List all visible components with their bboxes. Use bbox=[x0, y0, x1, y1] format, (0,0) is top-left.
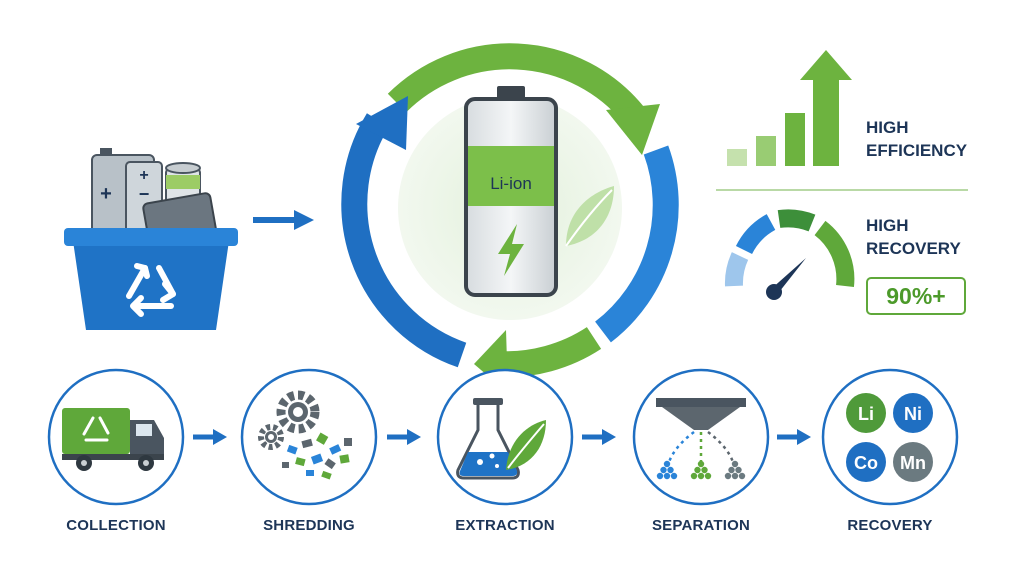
funnel-icon bbox=[656, 398, 746, 430]
step-arrow bbox=[193, 429, 227, 445]
efficiency-bar bbox=[785, 113, 805, 166]
efficiency-bar bbox=[756, 136, 776, 166]
battery-bin: + + − bbox=[64, 148, 238, 330]
li-ion-battery: Li-ion bbox=[464, 86, 558, 297]
element-li-badge: Li bbox=[846, 393, 886, 433]
element-ni-badge: Ni bbox=[893, 393, 933, 433]
element-symbol: Li bbox=[858, 404, 874, 424]
step-separation-circle bbox=[632, 368, 770, 506]
cycle-arrow-left-blue bbox=[341, 113, 467, 368]
arrow-to-cycle bbox=[253, 210, 314, 230]
step-label-extraction: EXTRACTION bbox=[455, 517, 555, 534]
cycle-arrows bbox=[341, 43, 679, 393]
leaf-icon bbox=[506, 420, 546, 470]
battery-band bbox=[468, 146, 554, 206]
step-recovery-circle bbox=[821, 368, 959, 506]
battery-label: Li-ion bbox=[490, 174, 532, 193]
step-label-recovery: RECOVERY bbox=[847, 517, 933, 534]
shredded-fragments bbox=[282, 432, 352, 480]
bin-rim bbox=[64, 228, 238, 246]
efficiency-bar-chart bbox=[727, 50, 852, 166]
efficiency-bar bbox=[727, 149, 747, 166]
flask-icon bbox=[456, 398, 520, 480]
step-label-collection: COLLECTION bbox=[66, 517, 166, 534]
step-arrow bbox=[582, 429, 616, 445]
gears-icon bbox=[258, 390, 320, 450]
element-symbol: Co bbox=[854, 453, 878, 473]
growth-arrow bbox=[800, 50, 852, 166]
lightning-icon bbox=[498, 224, 524, 276]
process-row: Li Ni Co Mn bbox=[47, 368, 959, 506]
cycle-arrow-bottom-green bbox=[497, 326, 602, 378]
element-mn-badge: Mn bbox=[893, 442, 933, 482]
cycle-arrow-right-blue bbox=[594, 145, 679, 343]
svg-text:−: − bbox=[139, 184, 150, 204]
recovery-label-line2: RECOVERY bbox=[866, 239, 961, 258]
leaf-icon bbox=[565, 186, 614, 247]
step-label-separation: SEPARATION bbox=[651, 517, 751, 534]
bin-body bbox=[72, 234, 230, 330]
element-symbol: Ni bbox=[904, 404, 922, 424]
step-extraction-circle bbox=[436, 368, 574, 506]
recovery-rate-badge: 90%+ bbox=[866, 277, 966, 315]
recovery-label-line1: HIGH bbox=[866, 216, 909, 235]
element-co-badge: Co bbox=[846, 442, 886, 482]
step-arrow bbox=[387, 429, 421, 445]
cycle-arrow-top-green bbox=[387, 43, 643, 123]
efficiency-label-line2: EFFICIENCY bbox=[866, 141, 968, 160]
svg-text:+: + bbox=[139, 167, 148, 184]
element-symbol: Mn bbox=[900, 453, 926, 473]
svg-text:+: + bbox=[100, 183, 112, 205]
truck-icon bbox=[62, 408, 164, 471]
step-shredding-circle bbox=[240, 368, 378, 506]
recycle-icon bbox=[126, 263, 176, 317]
step-label-shredding: SHREDDING bbox=[263, 517, 355, 534]
step-arrow bbox=[777, 429, 811, 445]
recovery-gauge bbox=[724, 209, 855, 300]
efficiency-label-line1: HIGH bbox=[866, 118, 909, 137]
particle-streams bbox=[656, 431, 746, 480]
